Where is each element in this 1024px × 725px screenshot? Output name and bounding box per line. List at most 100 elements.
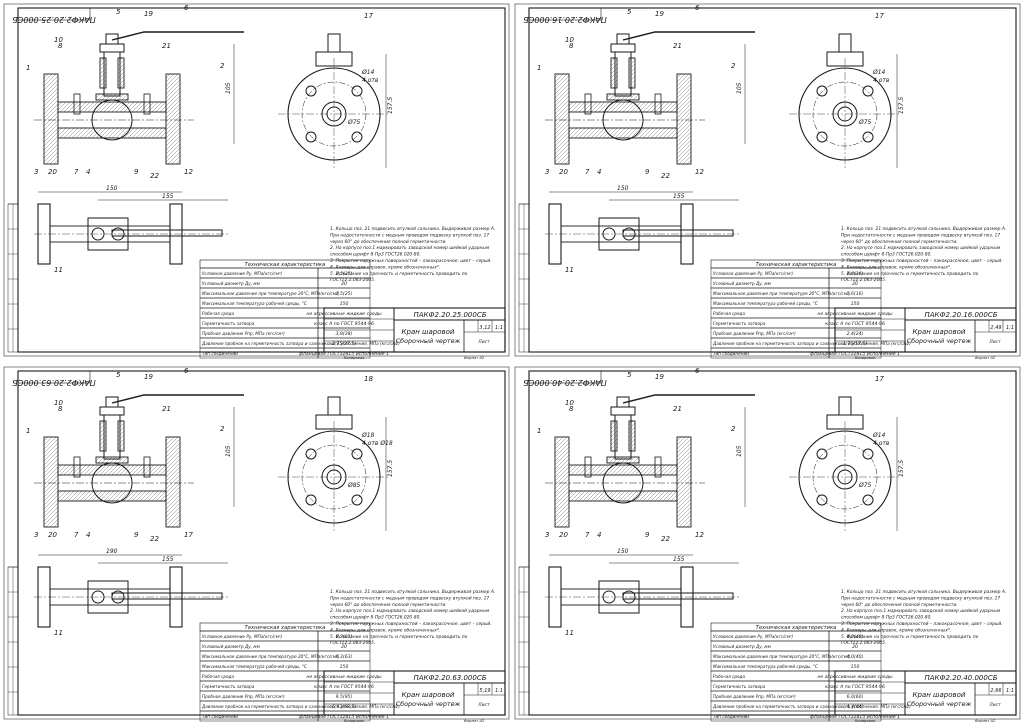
notes: 1. Кольцо поз. 21 подвесить втулкой саль…	[330, 226, 495, 283]
callout-4: 4	[86, 168, 90, 176]
callout-21: 21	[673, 42, 682, 50]
callout-2: 2	[731, 62, 736, 70]
spec-row-name-8: Давление пробное на герметичность затвор…	[201, 704, 400, 709]
note-line-6: 3. Покрытие наружных поверхностей – лако…	[841, 621, 1003, 627]
spec-row-name-4: Максимальная температура рабочей среды, …	[202, 664, 307, 669]
note-line-4: 2. На корпусе поз.1 маркировать заводско…	[330, 608, 490, 614]
stamp-format: Формат А2	[464, 719, 485, 723]
callout-10: 10	[565, 399, 574, 407]
bolt-hole-3	[305, 494, 317, 506]
dim-center: 157.5	[898, 97, 905, 114]
bolt-hole-2	[862, 85, 874, 97]
handle-lever	[111, 394, 244, 404]
callout-8: 8	[58, 405, 63, 413]
bolt-hole-3	[816, 494, 828, 506]
dim-holes-count: 4 отв	[873, 77, 890, 84]
callout-4: 4	[597, 168, 601, 176]
dim-center: 157.5	[387, 97, 394, 114]
dim-height: 105	[736, 82, 743, 94]
spec-row-value-4: 150	[340, 301, 349, 307]
notes: 1. Кольцо поз. 21 подвесить втулкой саль…	[330, 589, 495, 646]
stamp-format: Формат А2	[464, 356, 485, 360]
title-line-2: Сборочный чертеж	[907, 700, 972, 708]
spec-title: Техническая характеристика	[245, 625, 326, 631]
sheet-border	[3, 366, 510, 720]
bolt-hole-4	[351, 131, 363, 143]
dim-bolt-circle: Ø75	[347, 119, 361, 126]
note-line-5: способом шрифт 8-Пр3 ГОСТ26.020-80.	[330, 615, 421, 621]
stamp-copied: Копировал	[344, 719, 365, 723]
handle-lever	[111, 31, 244, 41]
note-line-3: через 60° до обеспечения полной герметич…	[330, 602, 447, 608]
note-line-6: 3. Покрытие наружных поверхностей – лако…	[330, 621, 492, 627]
dim-height: 105	[736, 445, 743, 457]
dim-holes-count: 4 отв	[873, 440, 890, 447]
bolt-hole-1	[816, 448, 828, 460]
spec-title: Техническая характеристика	[756, 625, 837, 631]
callout-22: 22	[150, 172, 159, 180]
stamp-sheet: Лист	[477, 702, 490, 708]
spec-row-name-6: Герметичность затвора	[713, 321, 766, 326]
stamp-sheet: Лист	[477, 339, 490, 345]
title-line-1: Кран шаровой	[402, 328, 455, 336]
callout-20: 20	[559, 531, 568, 539]
note-line-6: 3. Покрытие наружных поверхностей – лако…	[330, 258, 492, 264]
title-line-1: Кран шаровой	[913, 691, 966, 699]
dim-holes-d: Ø14	[361, 69, 375, 76]
note-line-2: При недостаточности с медным проводом по…	[330, 232, 489, 238]
spec-row-name-1: Условное давление Ру, МПа(кгс/см²)	[713, 634, 794, 639]
spec-row-name-4: Максимальная температура рабочей среды, …	[713, 664, 818, 669]
spec-row-value-6: класс А по ГОСТ 9544-96	[825, 321, 885, 327]
callout-5: 5	[627, 371, 632, 379]
spec-row-value-2: 20	[852, 281, 858, 287]
title-designation: ПАКФ2.20.40.000СБ	[924, 674, 997, 682]
callout-10: 10	[54, 36, 63, 44]
dim-length: 150	[617, 185, 629, 192]
spec-row-value-6: класс А по ГОСТ 9544-96	[314, 321, 374, 327]
callout-8: 8	[569, 405, 574, 413]
dim-length: 190	[106, 548, 118, 555]
callout-7: 7	[585, 168, 590, 176]
note-line-9: ГОСТ12.2.063-2005.	[330, 277, 375, 283]
callout-5: 5	[627, 8, 632, 16]
callout-3: 3	[34, 531, 38, 539]
callout-1: 1	[26, 64, 30, 72]
bolt-hole-2	[351, 85, 363, 97]
spec-row-name-5: Рабочая среда	[713, 674, 746, 679]
spec-row-name-5: Рабочая среда	[713, 311, 746, 316]
callout-2: 2	[731, 425, 736, 433]
notes: 1. Кольцо поз. 21 подвесить втулкой саль…	[841, 226, 1006, 283]
callout-7: 7	[74, 168, 79, 176]
spec-row-name-2: Условный диаметр Ду, мм	[713, 281, 771, 286]
note-line-2: При недостаточности с медным проводом по…	[330, 595, 489, 601]
dim-handle: 155	[673, 556, 685, 563]
spec-row-name-3: Максимальное давление при температуре 20…	[713, 291, 851, 296]
callout-5: 5	[116, 8, 121, 16]
dim-holes-d: Ø14	[872, 69, 886, 76]
spec-row-value-9: фланцевое ГОСТ12815 исполнение 1	[810, 351, 900, 357]
handle-lever	[622, 394, 755, 404]
dim-height: 105	[225, 82, 232, 94]
note-line-4: 2. На корпусе поз.1 маркировать заводско…	[330, 245, 490, 251]
spec-row-value-7: 6,0(60)	[847, 694, 864, 700]
stamp-format: Формат А2	[975, 719, 996, 723]
sheet-frame	[17, 370, 506, 716]
callout-11: 11	[54, 266, 63, 274]
callout-18: 18	[364, 375, 373, 383]
bolt-hole-4	[351, 494, 363, 506]
callout-8: 8	[569, 42, 574, 50]
spec-row-name-5: Рабочая среда	[202, 674, 235, 679]
callout-6: 6	[184, 367, 189, 375]
dim-holes-d: Ø14	[872, 432, 886, 439]
stamp-scale: 1:1	[1006, 325, 1014, 331]
